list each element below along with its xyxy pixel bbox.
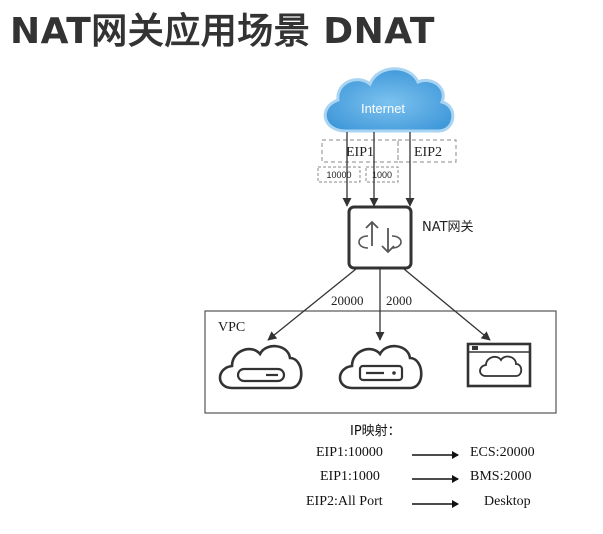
internet-cloud-icon: Internet [323,67,455,133]
mapping-arrow-icon [412,475,459,483]
nat-gateway-label: NAT网关 [422,220,474,235]
mapping-target: Desktop [484,494,531,509]
eip2-label: EIP2 [414,145,442,160]
arrow-to-desktop [403,268,491,341]
eip2-box [397,139,457,163]
nat-gateway-icon [347,205,413,270]
mapping-arrow-icon [412,451,459,459]
mapping-target: BMS:2000 [470,469,532,484]
port-10000-box [317,166,361,183]
link-20000-label: 20000 [331,293,364,308]
mapping-title: IP映射： [350,424,401,439]
mapping-source: EIP1:1000 [320,469,380,484]
mapping-row: EIP2:All Port Desktop [0,494,603,514]
arrow-to-ecs [267,268,357,341]
mapping-row: EIP1:1000 BMS:2000 [0,469,603,489]
desktop-icon [466,342,532,388]
eip1-label: EIP1 [346,145,374,160]
mapping-source: EIP1:10000 [316,445,383,460]
mapping-source: EIP2:All Port [306,494,383,509]
port-1000-label: 1000 [372,170,392,180]
port-10000-label: 10000 [326,170,351,180]
bms-icon [338,344,423,390]
mapping-row: EIP1:10000 ECS:20000 [0,445,603,465]
ecs-icon [218,344,303,390]
page-title: NAT网关应用场景 DNAT [10,11,435,52]
mapping-target: ECS:20000 [470,445,535,460]
port-1000-box [365,166,399,183]
internet-label: Internet [361,101,405,116]
mapping-arrow-icon [412,500,459,508]
link-2000-label: 2000 [386,293,412,308]
vpc-label: VPC [218,320,245,335]
